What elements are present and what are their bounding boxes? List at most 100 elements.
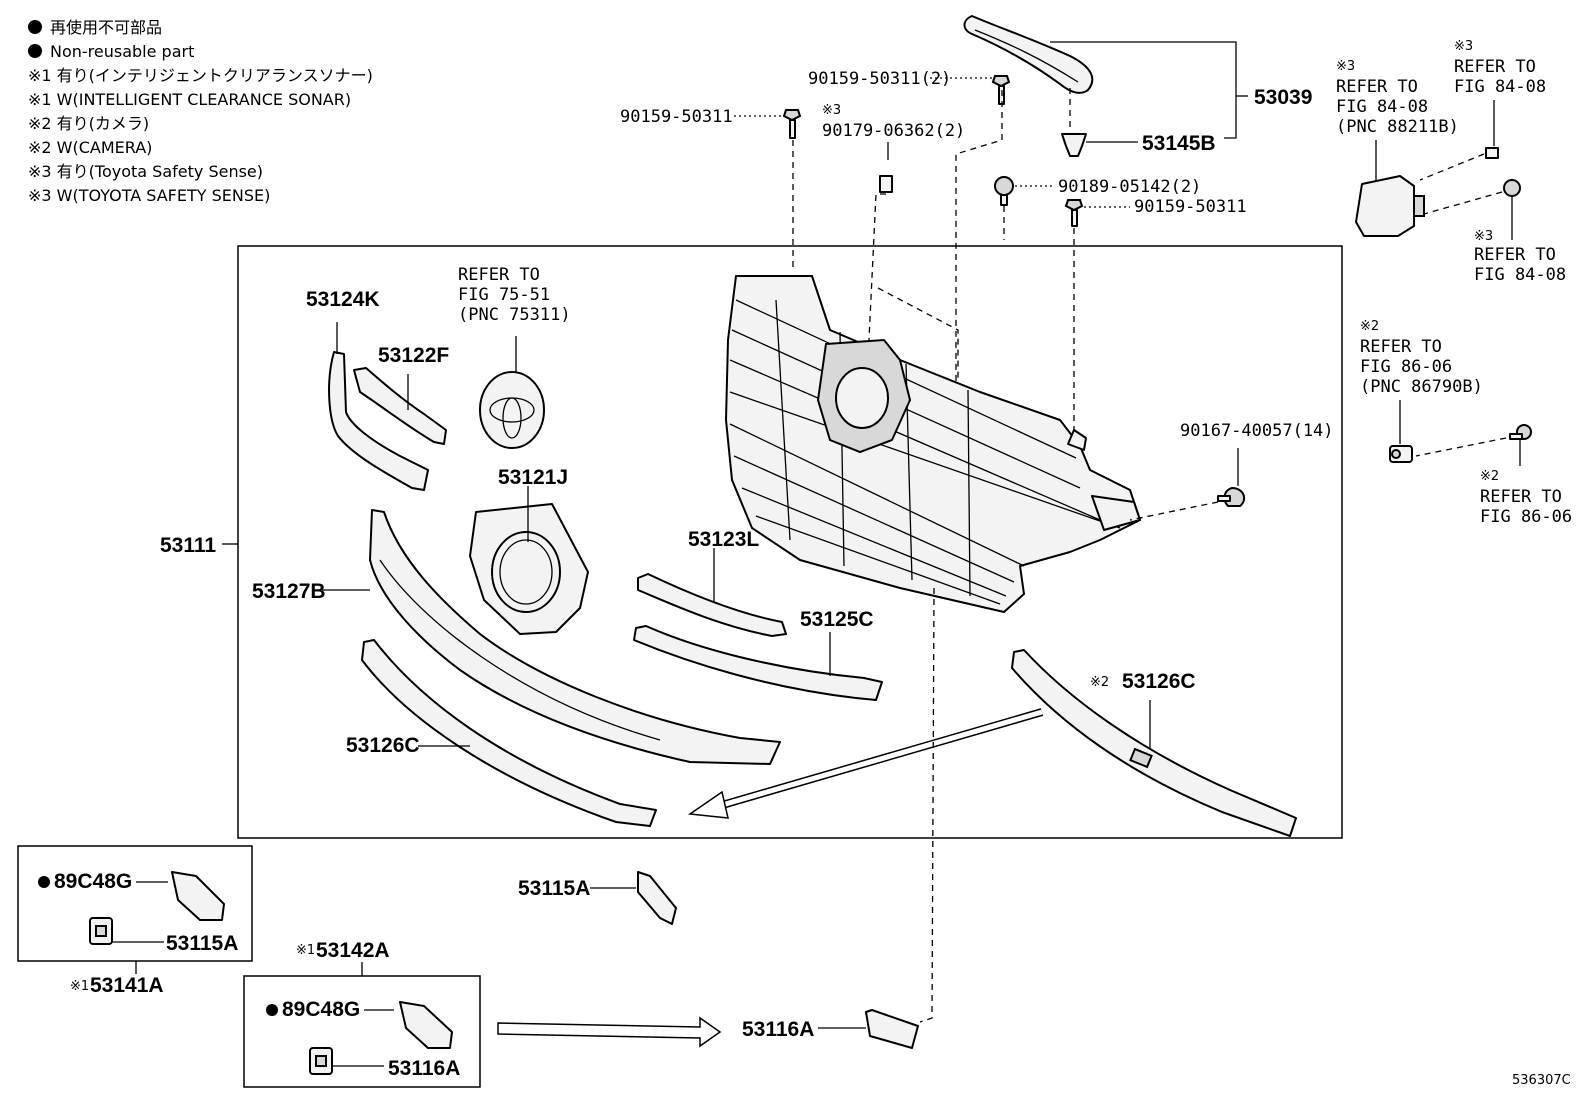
part-53116A-box-retainer <box>309 1047 333 1075</box>
part-53039-moulding <box>963 15 1094 94</box>
label-sensor-ref-c1: REFER TO <box>1474 245 1556 265</box>
label-53115A-mid: 53115A <box>518 877 590 900</box>
label-camera-ref-b2: FIG 86-06 <box>1480 507 1572 527</box>
bolt-camera-icon <box>1415 424 1532 457</box>
part-89C48G-bot-bracket <box>399 1001 453 1049</box>
dash-center-bracket <box>877 287 959 408</box>
mark-n2-camera-b: ※2 <box>1480 469 1499 484</box>
part-53127B-moulding <box>369 509 781 765</box>
label-emblem-ref-3: (PNC 75311) <box>458 305 571 325</box>
grille-assembly-frame <box>237 245 1343 839</box>
legend-line-nonreusable-jp: 再使用不可部品 <box>28 16 373 40</box>
label-camera-ref-a3: (PNC 86790B) <box>1360 377 1483 397</box>
dash-bolt-top <box>955 90 1003 400</box>
part-53125C-moulding <box>633 625 883 701</box>
label-53127B: 53127B <box>252 580 326 603</box>
label-camera-ref-b1: REFER TO <box>1480 487 1562 507</box>
part-53116A-bracket <box>865 1009 919 1049</box>
label-53116A-mid: 53116A <box>742 1018 814 1041</box>
legend-line-camera-en: ※2 W(CAMERA) <box>28 138 153 157</box>
label-53145B: 53145B <box>1142 132 1216 155</box>
mark-n2-camera-a: ※2 <box>1360 319 1379 334</box>
legend-line-camera-jp: ※2 有り(カメラ) <box>28 114 150 133</box>
nonreusable-dot-icon <box>266 1004 278 1016</box>
part-53145B-clip <box>1061 133 1087 157</box>
label-90159-left: 90159-50311 <box>620 107 733 127</box>
part-89C48G-top-bracket <box>171 871 225 921</box>
label-53123L: 53123L <box>688 528 759 551</box>
sonar-subassembly-frame-a <box>17 845 253 962</box>
label-53141A: 53141A <box>90 974 164 997</box>
dash-nut-90179 <box>867 193 886 361</box>
label-53126C-left: 53126C <box>346 734 420 757</box>
label-emblem-ref-1: REFER TO <box>458 265 540 285</box>
figure-id: 536307C <box>1512 1073 1571 1088</box>
label-emblem-ref-2: FIG 75-51 <box>458 285 550 305</box>
label-53121J: 53121J <box>498 466 568 489</box>
toyota-emblem-icon <box>479 371 545 449</box>
legend-line-nonreusable-en: Non-reusable part <box>28 40 373 64</box>
label-90159-right: 90159-50311 <box>1134 197 1247 217</box>
part-53115A-bracket <box>637 871 677 925</box>
mark-n3-bolt: ※3 <box>822 103 841 118</box>
mark-n3-sensor-c: ※3 <box>1474 229 1493 244</box>
part-53123L-moulding <box>637 573 787 637</box>
label-90179: 90179-06362(2) <box>822 121 965 141</box>
bolt-90159-right-icon <box>1064 199 1084 227</box>
label-89C48G-top: 89C48G <box>54 870 132 893</box>
bolt-sensor-top-icon <box>1419 147 1499 181</box>
legend-line-sonar-jp: ※1 有り(インテリジェントクリアランスソナー) <box>28 66 373 85</box>
mark-n1-53141A: ※1 <box>70 979 89 994</box>
part-53124K-moulding <box>328 351 429 491</box>
label-53125C: 53125C <box>800 608 874 631</box>
label-53116A-box: 53116A <box>388 1057 460 1080</box>
label-53111: 53111 <box>160 534 216 557</box>
bolt-90159-top-icon <box>991 75 1011 105</box>
arrow-alternative-moulding-icon <box>687 708 1044 819</box>
nut-90179-icon <box>879 175 893 193</box>
bullet-icon <box>28 44 42 58</box>
bolt-sensor-right-icon <box>1423 179 1521 215</box>
mark-n1-53142A: ※1 <box>296 943 315 958</box>
bullet-icon <box>28 20 42 34</box>
label-53122F: 53122F <box>378 344 449 367</box>
label-sensor-ref-a2: FIG 84-08 <box>1336 97 1428 117</box>
part-53115A-box-retainer <box>89 917 113 945</box>
dash-53116A <box>919 587 935 1023</box>
mark-n3-sensor-b: ※3 <box>1454 39 1473 54</box>
clip-90189-icon <box>994 176 1014 206</box>
bracket-53039 <box>1050 41 1237 139</box>
label-90189: 90189-05142(2) <box>1058 177 1201 197</box>
label-53124K: 53124K <box>306 288 380 311</box>
part-53121J-emblem-surround <box>469 503 589 635</box>
legend-line-tss-jp: ※3 有り(Toyota Safety Sense) <box>28 162 264 181</box>
label-camera-ref-a1: REFER TO <box>1360 337 1442 357</box>
dash-90167 <box>1129 501 1219 521</box>
part-53126C-right-moulding <box>1011 649 1297 837</box>
mark-n3-sensor-a: ※3 <box>1336 59 1355 74</box>
label-90167: 90167-40057(14) <box>1180 421 1334 441</box>
label-camera-ref-a2: FIG 86-06 <box>1360 357 1452 377</box>
label-90159-top: 90159-50311(2) <box>808 69 951 89</box>
label-53142A: 53142A <box>316 939 390 962</box>
radar-sensor-icon <box>1355 175 1425 237</box>
nonreusable-dot-icon <box>38 876 50 888</box>
part-53126C-left-moulding <box>361 639 657 827</box>
label-53126C-right: 53126C <box>1122 670 1196 693</box>
label-sensor-ref-a3: (PNC 88211B) <box>1336 117 1459 137</box>
arrow-assembly-icon <box>497 1016 722 1048</box>
label-sensor-ref-b2: FIG 84-08 <box>1454 77 1546 97</box>
label-53115A-box: 53115A <box>166 932 238 955</box>
part-53122F-moulding <box>353 367 447 445</box>
label-89C48G-bot: 89C48G <box>282 998 360 1021</box>
legend-line-tss-en: ※3 W(TOYOTA SAFETY SENSE) <box>28 186 271 205</box>
label-sensor-ref-c2: FIG 84-08 <box>1474 265 1566 285</box>
bolt-90159-left-icon <box>782 109 802 139</box>
mark-n2-moulding: ※2 <box>1090 675 1109 690</box>
label-53039: 53039 <box>1254 86 1312 109</box>
legend-line-sonar-en: ※1 W(INTELLIGENT CLEARANCE SONAR) <box>28 90 352 109</box>
legend: 再使用不可部品 Non-reusable part ※1 有り(インテリジェント… <box>28 16 373 208</box>
label-sensor-ref-a1: REFER TO <box>1336 77 1418 97</box>
clip-90167-icon <box>1217 486 1246 507</box>
